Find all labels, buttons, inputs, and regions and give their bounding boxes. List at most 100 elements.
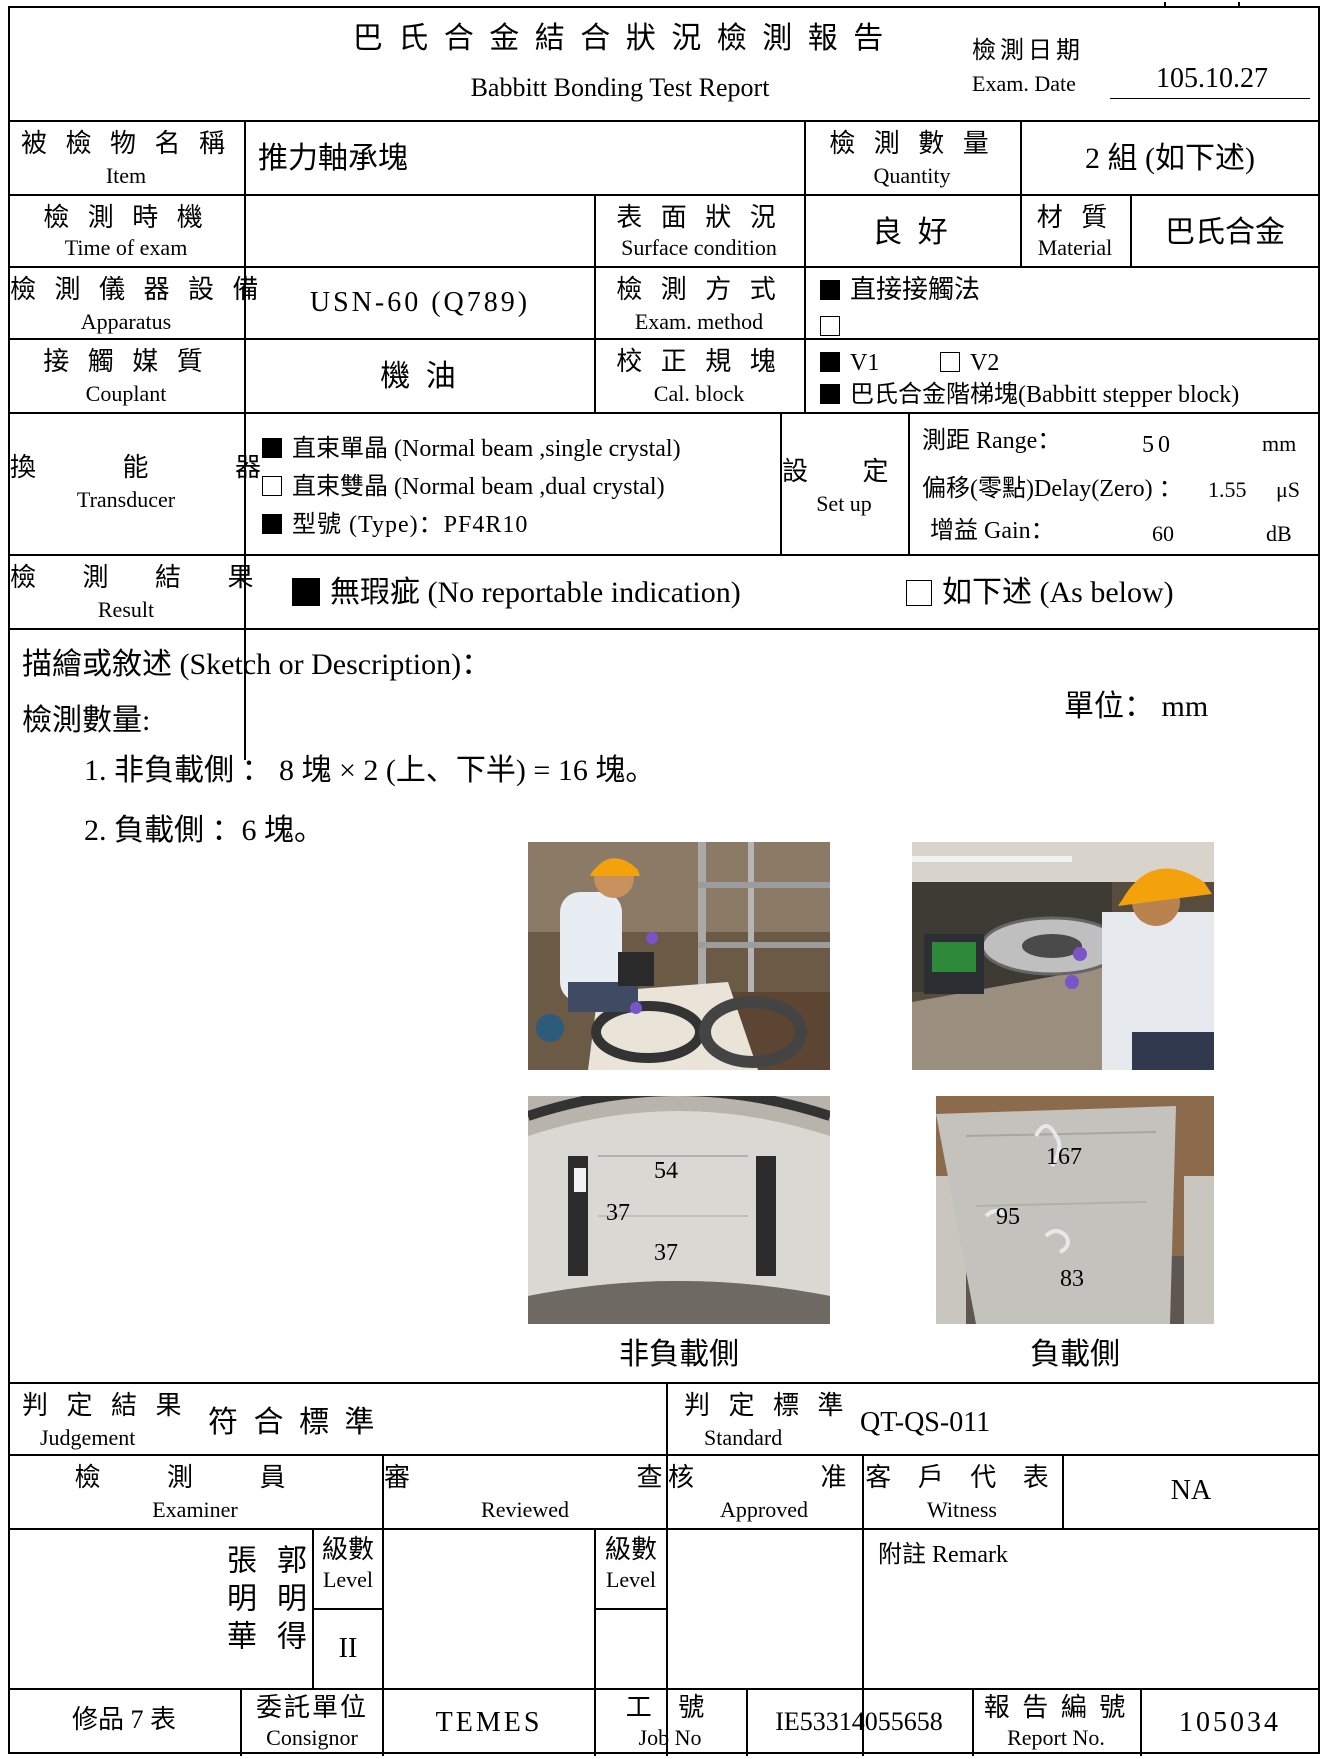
method-option1-text: 直接接觸法: [850, 275, 981, 304]
witness-label-zh: 客 戶 代 表: [865, 1463, 1059, 1492]
report-label-en: Report No.: [1007, 1725, 1105, 1750]
load-label-95: 95: [996, 1204, 1020, 1230]
couplant-value: 機 油: [380, 360, 460, 393]
standard-value: QT-QS-011: [860, 1407, 991, 1438]
material-label-en: Material: [1037, 235, 1113, 260]
checkbox-empty-icon: [906, 580, 932, 606]
judgement-label-en: Judgement: [40, 1425, 136, 1450]
material-label-zh: 材 質: [1036, 203, 1114, 232]
quantity-label-zh: 檢 測 數 量: [829, 129, 995, 158]
checkbox-empty-icon: [940, 352, 960, 372]
checkbox-empty-icon: [820, 316, 840, 336]
gain-value: 60: [1152, 521, 1174, 546]
gain-label: 增益 Gain：: [930, 518, 1055, 544]
delay-unit: μS: [1276, 477, 1301, 502]
calblock-label-zh: 校 正 規 塊: [616, 347, 782, 376]
reviewer-level-label-en: Level: [605, 1567, 657, 1592]
remark-label: 附註 Remark: [878, 1542, 1008, 1568]
exam-date-value: 105.10.27: [1156, 63, 1268, 94]
delay-value: 1.55: [1208, 477, 1247, 502]
result-none-text: 無瑕疵 (No reportable indication): [330, 576, 741, 609]
form-number: 修品 7 表: [71, 1705, 176, 1734]
gain-unit: dB: [1266, 521, 1292, 546]
consignor-label-en: Consignor: [266, 1725, 358, 1750]
range-unit: mm: [1262, 431, 1297, 456]
sketch-line2: 2. 負載側 ：6 塊。: [84, 814, 324, 847]
witness-value: NA: [1170, 1475, 1212, 1506]
title-en: Babbitt Bonding Test Report: [470, 73, 770, 102]
examiner-name-2-text: 郭明得: [272, 1544, 305, 1658]
non-load-label-54: 54: [654, 1158, 678, 1184]
exam-date-label-en: Exam. Date: [972, 71, 1076, 96]
non-load-label-37b: 37: [654, 1240, 678, 1266]
calblock-v2: V2: [940, 350, 999, 376]
judgement-value: 符 合 標 準: [208, 1406, 379, 1439]
result-below-text: 如下述 (As below): [942, 576, 1174, 609]
examiner-label-en: Examiner: [152, 1497, 238, 1522]
calblock-babbitt: 巴氏合金階梯塊(Babbitt stepper block): [820, 382, 1239, 408]
transducer-type: 型號 (Type)：PF4R10: [262, 512, 528, 538]
judgement-label-zh: 判 定 結 果: [22, 1391, 188, 1420]
couplant-label-zh: 接 觸 媒 質: [43, 347, 209, 376]
quantity-label-en: Quantity: [873, 163, 951, 188]
sketch-line1: 1. 非負載側 ： 8 塊 × 2 (上、下半) = 16 塊。: [84, 754, 656, 787]
result-no-indication: 無瑕疵 (No reportable indication): [292, 576, 741, 609]
sketch-unit: 單位： mm: [1064, 690, 1209, 723]
apparatus-value: USN-60 (Q789): [309, 287, 531, 318]
examiner-name-1-text: 張明華: [222, 1544, 255, 1658]
apparatus-label-en: Apparatus: [80, 309, 172, 334]
non-load-label-37a: 37: [606, 1200, 630, 1226]
examiner-level-value: II: [338, 1633, 358, 1664]
checkbox-checked-icon: [262, 514, 282, 534]
load-side-photo: [936, 1096, 1214, 1324]
load-label-83: 83: [1060, 1266, 1084, 1292]
examiner-level-label-en: Level: [322, 1567, 374, 1592]
exam-date-label-zh: 檢測日期: [972, 38, 1084, 64]
transducer-single-text: 直束單晶 (Normal beam ,single crystal): [292, 436, 681, 462]
result-as-below: 如下述 (As below): [906, 576, 1174, 609]
job-label-en: Job No: [638, 1725, 702, 1750]
setup-label-zh: 設 定: [782, 457, 913, 486]
report-value: 105034: [1179, 1707, 1281, 1738]
examiner-label-zh: 檢 測 員: [74, 1463, 316, 1492]
transducer-single: 直束單晶 (Normal beam ,single crystal): [262, 436, 681, 462]
inspection-photo-2: [912, 842, 1214, 1070]
approved-label-en: Approved: [720, 1497, 808, 1522]
checkbox-checked-icon: [292, 578, 320, 606]
checkbox-empty-icon: [262, 476, 282, 496]
transducer-type-text: 型號 (Type)：PF4R10: [292, 512, 529, 538]
couplant-label-en: Couplant: [85, 381, 167, 406]
method-option-other: [820, 312, 850, 341]
checkbox-checked-icon: [820, 384, 840, 404]
reviewer-level-label-zh: 級數: [604, 1535, 657, 1564]
calblock-v2-text: V2: [970, 350, 1000, 376]
job-value: IE53314055658: [775, 1707, 943, 1736]
transducer-label-en: Transducer: [76, 487, 176, 512]
calblock-v1: V1: [820, 350, 879, 376]
transducer-dual-text: 直束雙晶 (Normal beam ,dual crystal): [292, 474, 665, 500]
calblock-v1-text: V1: [850, 350, 880, 376]
calblock-label-en: Cal. block: [653, 381, 745, 406]
quantity-value: 2 組 (如下述): [1085, 142, 1255, 175]
surface-label-en: Surface condition: [621, 235, 777, 260]
item-label-en: Item: [105, 163, 147, 188]
approved-label-zh: 核 准: [668, 1463, 907, 1492]
divider: [10, 120, 1318, 122]
witness-label-en: Witness: [927, 1497, 997, 1522]
material-value: 巴氏合金: [1165, 216, 1285, 249]
consignor-value: TEMES: [435, 1707, 543, 1738]
standard-label-en: Standard: [704, 1425, 783, 1450]
checkbox-checked-icon: [262, 438, 282, 458]
item-label-zh: 被 檢 物 名 稱: [20, 129, 231, 158]
method-label-zh: 檢 測 方 式: [616, 275, 782, 304]
apparatus-label-zh: 檢 測 儀 器 設 備: [10, 275, 265, 304]
surface-label-zh: 表 面 狀 況: [616, 203, 782, 232]
caption-load: 負載側: [1030, 1338, 1120, 1371]
job-label-zh: 工 號: [625, 1693, 715, 1722]
standard-label-zh: 判 定 標 準: [684, 1391, 850, 1420]
reviewed-label-en: Reviewed: [481, 1497, 569, 1522]
reviewed-label-zh: 審 查: [384, 1463, 773, 1492]
method-option-contact: 直接接觸法: [820, 275, 981, 305]
setup-label-en: Set up: [816, 491, 872, 516]
examiner-level-label-zh: 級數: [321, 1535, 374, 1564]
